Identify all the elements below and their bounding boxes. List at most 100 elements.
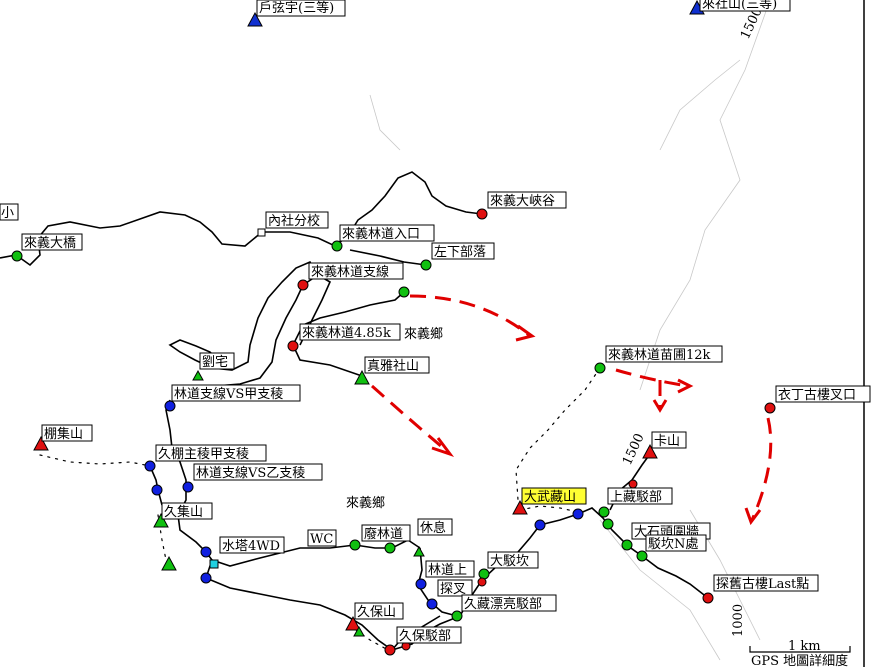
flag-icon xyxy=(200,546,212,558)
svg-text:久棚主稜甲支稜: 久棚主稜甲支稜 xyxy=(158,447,249,462)
flag-icon xyxy=(476,208,488,220)
triangle-icon xyxy=(33,435,49,451)
triangle-icon xyxy=(413,545,425,557)
flag-icon xyxy=(349,539,361,551)
svg-text:探舊古樓Last點: 探舊古樓Last點 xyxy=(716,577,809,592)
waypoint-label[interactable]: 林道支線VS甲支稜 xyxy=(171,384,301,402)
svg-text:來義林道入口: 來義林道入口 xyxy=(342,226,420,242)
waypoint-label[interactable]: 左下部落 xyxy=(431,242,495,260)
waypoint-label[interactable]: 大駁坎 xyxy=(487,551,539,569)
waypoint-label[interactable]: 真雅社山 xyxy=(364,356,430,374)
waypoint-label[interactable]: 久棚主稜甲支稜 xyxy=(155,444,267,462)
waypoint-label[interactable]: 久藏漂亮駁部 xyxy=(461,594,557,612)
svg-text:小: 小 xyxy=(1,206,14,221)
waypoint-label[interactable]: 駁坎N處 xyxy=(645,534,707,552)
trig-point-label: 戶弦宇(三等) xyxy=(259,0,334,16)
waypoint-label[interactable]: 內社分校 xyxy=(265,211,329,229)
flag-icon xyxy=(200,572,212,584)
flag-icon xyxy=(144,460,156,472)
svg-text:來義林道4.85k: 來義林道4.85k xyxy=(302,325,391,341)
flag-icon xyxy=(420,259,432,271)
svg-text:水塔4WD: 水塔4WD xyxy=(222,539,280,554)
flag-icon xyxy=(764,402,776,414)
route-arrows xyxy=(370,294,773,526)
waypoint-label[interactable]: 久保駁部 xyxy=(396,626,462,644)
waypoint-label[interactable]: 休息 xyxy=(417,518,453,536)
waypoint-label[interactable]: 林道支線VS乙支稜 xyxy=(193,463,323,481)
water-tank-icon xyxy=(209,559,219,569)
flag-icon xyxy=(594,362,606,374)
waypoint-label[interactable]: 衣丁古樓叉口 xyxy=(775,385,871,403)
triangle-icon xyxy=(642,443,658,459)
contour-lines: 1500 1500 1000 xyxy=(369,0,771,661)
svg-text:久保駁部: 久保駁部 xyxy=(399,629,451,644)
svg-text:真雅社山: 真雅社山 xyxy=(367,358,419,374)
waypoint-label[interactable]: 久保山 xyxy=(354,602,404,620)
star-icon xyxy=(628,479,638,489)
waypoint-label[interactable]: 探叉 xyxy=(437,579,473,597)
svg-text:大駁坎: 大駁坎 xyxy=(490,554,529,569)
waypoints: 小 來義大橋 內社分校 來義林道入口 來義大峽谷 左下部落 來義林道支線 來義林… xyxy=(0,191,871,656)
scale-caption: GPS 地圖詳細度 xyxy=(751,653,848,667)
triangle-icon xyxy=(153,512,169,528)
triangle-icon xyxy=(161,555,177,571)
svg-text:劉宅: 劉宅 xyxy=(202,355,228,370)
waypoint-label[interactable]: WC xyxy=(307,529,337,547)
flag-icon xyxy=(534,519,546,531)
waypoint-label[interactable]: 上藏駁部 xyxy=(607,487,673,505)
svg-text:來義林道支線: 來義林道支線 xyxy=(311,264,389,280)
waypoint-label[interactable]: 卡山 xyxy=(651,431,687,449)
triangle-icon xyxy=(353,625,365,637)
waypoint-label[interactable]: 大武藏山 xyxy=(521,487,587,505)
waypoint-label[interactable]: 廢林道 xyxy=(361,524,411,542)
flag-icon xyxy=(11,250,23,262)
waypoint-label[interactable]: 來義林道苗圃12k xyxy=(605,345,723,363)
trig-point-label: 來社山(三等) xyxy=(702,0,777,12)
svg-text:久藏漂亮駁部: 久藏漂亮駁部 xyxy=(464,596,542,612)
svg-text:大武藏山: 大武藏山 xyxy=(524,490,576,505)
gps-tracks xyxy=(0,171,709,651)
flag-icon xyxy=(384,644,396,656)
waypoint-label[interactable]: 探舊古樓Last點 xyxy=(713,574,819,592)
svg-text:久集山: 久集山 xyxy=(164,504,203,520)
region-label: 來義鄉 xyxy=(346,495,385,511)
flag-icon xyxy=(297,279,309,291)
svg-text:林道支線VS甲支稜: 林道支線VS甲支稜 xyxy=(174,386,283,402)
waypoint-label[interactable]: 久集山 xyxy=(161,502,213,520)
waypoint-label[interactable]: 來義大橋 xyxy=(21,233,83,251)
flag-icon xyxy=(331,240,343,252)
svg-text:林道支線VS乙支稜: 林道支線VS乙支稜 xyxy=(196,465,305,481)
svg-text:來義大峽谷: 來義大峽谷 xyxy=(490,193,555,209)
waypoint-label[interactable]: 小 xyxy=(0,203,19,221)
svg-text:衣丁古樓叉口: 衣丁古樓叉口 xyxy=(778,387,856,403)
flag-icon xyxy=(602,518,614,530)
scale-distance: 1 km xyxy=(788,639,821,654)
waypoint-label[interactable]: 來義林道支線 xyxy=(308,262,404,280)
contour-label-1000: 1000 xyxy=(731,604,746,637)
flag-icon xyxy=(572,508,584,520)
triangle-icon xyxy=(354,369,370,385)
svg-text:廢林道: 廢林道 xyxy=(364,527,403,542)
svg-text:WC: WC xyxy=(310,532,333,547)
waypoint-label[interactable]: 林道上 xyxy=(425,560,475,578)
flag-icon xyxy=(426,598,438,610)
waypoint-label[interactable]: 來義林道4.85k xyxy=(299,323,401,341)
svg-text:來義大橋: 來義大橋 xyxy=(24,235,76,251)
waypoint-label[interactable]: 劉宅 xyxy=(199,352,235,370)
triangle-icon xyxy=(512,499,528,515)
svg-text:左下部落: 左下部落 xyxy=(434,245,486,260)
flag-icon xyxy=(477,577,487,587)
svg-text:探叉: 探叉 xyxy=(440,582,466,597)
waypoint-label[interactable]: 來義林道入口 xyxy=(339,224,435,242)
school-icon xyxy=(257,228,266,237)
waypoint-label[interactable]: 來義大峽谷 xyxy=(487,191,567,209)
flag-icon xyxy=(164,400,176,412)
waypoint-label[interactable]: 水塔4WD xyxy=(219,536,285,554)
svg-text:來義林道苗圃12k: 來義林道苗圃12k xyxy=(608,347,711,363)
triangle-icon xyxy=(192,369,204,381)
svg-text:久保山: 久保山 xyxy=(357,605,396,620)
flag-icon xyxy=(398,286,410,298)
waypoint-label[interactable]: 棚集山 xyxy=(41,424,93,442)
flag-icon xyxy=(384,542,396,554)
